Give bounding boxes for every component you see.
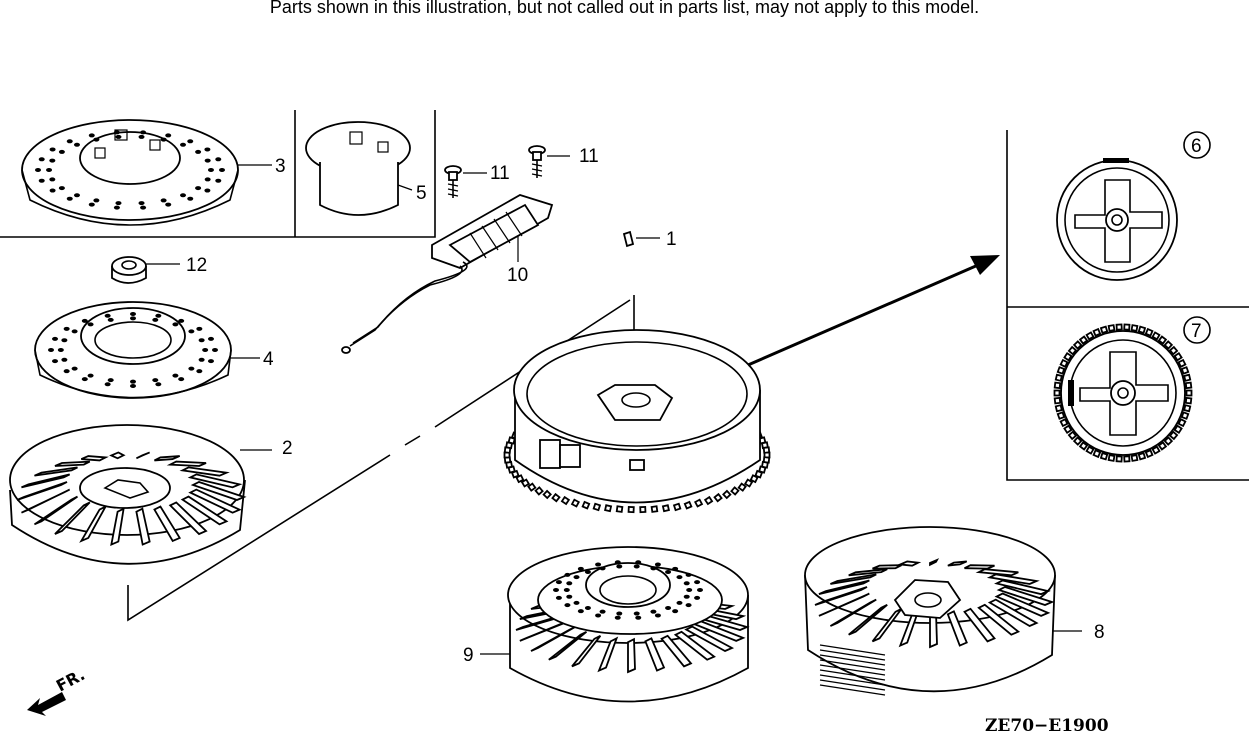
part-12-flange-nut[interactable] (111, 256, 180, 284)
callout-5: 5 (416, 183, 427, 204)
callout-7-circle: 7 (1183, 316, 1211, 344)
callout-6-circle: 6 (1183, 131, 1211, 159)
part-1-woodruff-key[interactable] (622, 230, 660, 248)
callout-11-b: 11 (579, 146, 599, 167)
callout-12: 12 (186, 255, 207, 276)
part-11-bolt-b[interactable] (528, 145, 570, 178)
inset-box-top-left (0, 110, 436, 238)
callout-7: 7 (1191, 321, 1202, 342)
part-10-charge-coil[interactable] (341, 194, 554, 354)
callout-8: 8 (1094, 622, 1105, 643)
part-11-bolt-a[interactable] (444, 165, 487, 198)
explode-arrow (747, 255, 1000, 367)
part-3-cooling-cover[interactable] (21, 119, 272, 226)
part-7-flywheel-variant-toothed[interactable] (1053, 323, 1193, 463)
diagram-notice: Parts shown in this illustration, but no… (269, 0, 980, 17)
callout-3: 3 (275, 156, 286, 177)
diagram-code: ZE70−E1900 (985, 716, 1109, 736)
direction-label: FR. (53, 665, 88, 696)
callout-9: 9 (463, 645, 474, 666)
callout-4: 4 (263, 349, 274, 370)
inset-box-right (1006, 130, 1249, 481)
part-9-fan-flywheel[interactable] (480, 546, 750, 703)
callout-6: 6 (1191, 136, 1202, 157)
part-4-fan-cover[interactable] (34, 301, 260, 399)
part-6-flywheel-variant[interactable] (1056, 158, 1178, 281)
front-direction-arrow: FR. (27, 665, 88, 716)
part-5-flywheel-sleeve[interactable] (305, 121, 413, 216)
callout-2: 2 (282, 438, 293, 459)
part-2-cooling-fan[interactable] (9, 424, 272, 565)
flywheel-assembly[interactable] (503, 329, 771, 514)
callout-11-a: 11 (490, 163, 510, 184)
callout-10: 10 (507, 265, 528, 286)
callout-1: 1 (666, 229, 677, 250)
part-8-fan-flywheel[interactable] (804, 526, 1082, 696)
